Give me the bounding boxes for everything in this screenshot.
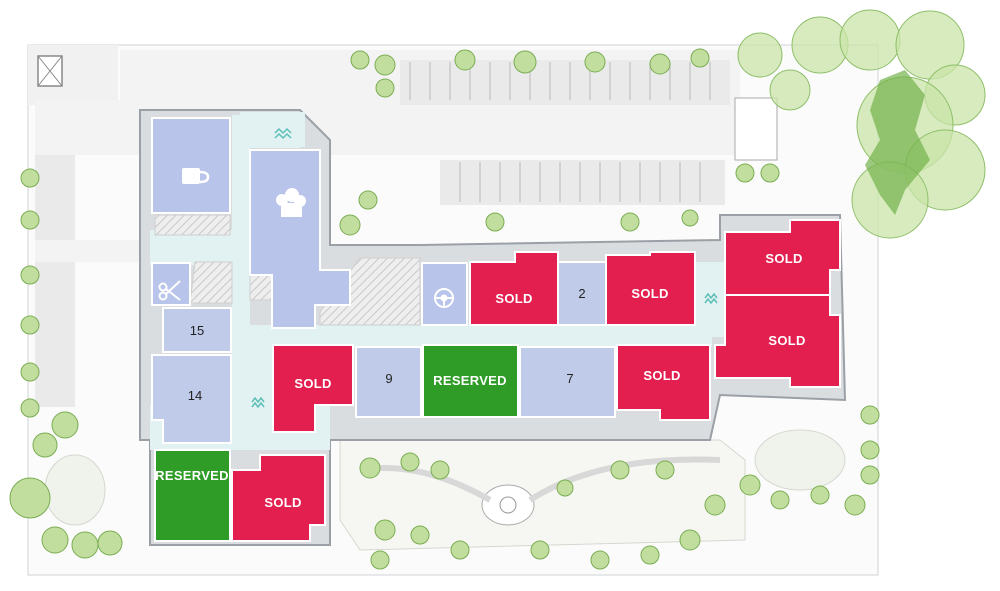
svg-text:SOLD: SOLD — [643, 368, 680, 383]
cafe-room[interactable] — [151, 117, 231, 214]
unit-reserved-a[interactable]: RESERVED — [422, 344, 519, 418]
unit-7[interactable]: 7 — [519, 346, 616, 418]
tree-canopy-dark — [865, 70, 930, 215]
scissors-icon — [158, 280, 181, 301]
unit-sold-a[interactable]: SOLD — [469, 251, 559, 326]
parking-lot-north — [400, 60, 730, 105]
svg-text:SOLD: SOLD — [768, 333, 805, 348]
svg-text:2: 2 — [578, 286, 585, 301]
residential-units: SOLD 2 SOLD SOLD SOLD 15 14 S — [151, 219, 841, 542]
parking-lot-middle — [440, 160, 725, 205]
svg-text:9: 9 — [385, 371, 392, 386]
tree-row — [9, 48, 880, 570]
parking-garage-room[interactable] — [421, 262, 468, 326]
unit-2[interactable]: 2 — [557, 261, 607, 326]
salon-room[interactable] — [151, 262, 191, 306]
unit-15[interactable]: 15 — [162, 307, 232, 353]
unit-sold-b[interactable]: SOLD — [605, 251, 696, 326]
svg-text:SOLD: SOLD — [264, 495, 301, 510]
svg-text:15: 15 — [190, 323, 204, 338]
unit-sold-d[interactable]: SOLD — [714, 294, 841, 388]
unit-9[interactable]: 9 — [355, 346, 422, 418]
kitchen-room[interactable] — [249, 149, 351, 329]
water-wave-icon — [251, 127, 718, 409]
svg-text:SOLD: SOLD — [765, 251, 802, 266]
cafe-cup-icon — [182, 168, 210, 184]
unit-14[interactable]: 14 — [151, 354, 232, 444]
unit-sold-f[interactable]: SOLD — [616, 344, 711, 421]
amenity-rooms — [151, 117, 468, 329]
steering-wheel-icon — [434, 288, 454, 308]
svg-text:7: 7 — [566, 371, 573, 386]
svg-text:14: 14 — [188, 388, 202, 403]
svg-text:SOLD: SOLD — [294, 376, 331, 391]
svg-text:SOLD: SOLD — [631, 286, 668, 301]
service-area — [154, 214, 421, 326]
garage-building — [734, 97, 778, 161]
svg-text:RESERVED: RESERVED — [433, 373, 507, 388]
unit-sold-e[interactable]: SOLD — [272, 344, 354, 433]
unit-sold-g[interactable]: SOLD — [231, 454, 326, 542]
chef-hat-icon — [276, 188, 306, 217]
parking-lot-west — [35, 155, 75, 407]
svg-text:SOLD: SOLD — [495, 291, 532, 306]
unit-reserved-b[interactable]: RESERVED — [154, 449, 231, 542]
svg-text:RESERVED: RESERVED — [155, 468, 229, 483]
lawn-east — [754, 429, 846, 491]
unit-sold-c[interactable]: SOLD — [724, 219, 841, 296]
lawn-west — [44, 454, 106, 526]
west-driveway — [35, 240, 150, 262]
